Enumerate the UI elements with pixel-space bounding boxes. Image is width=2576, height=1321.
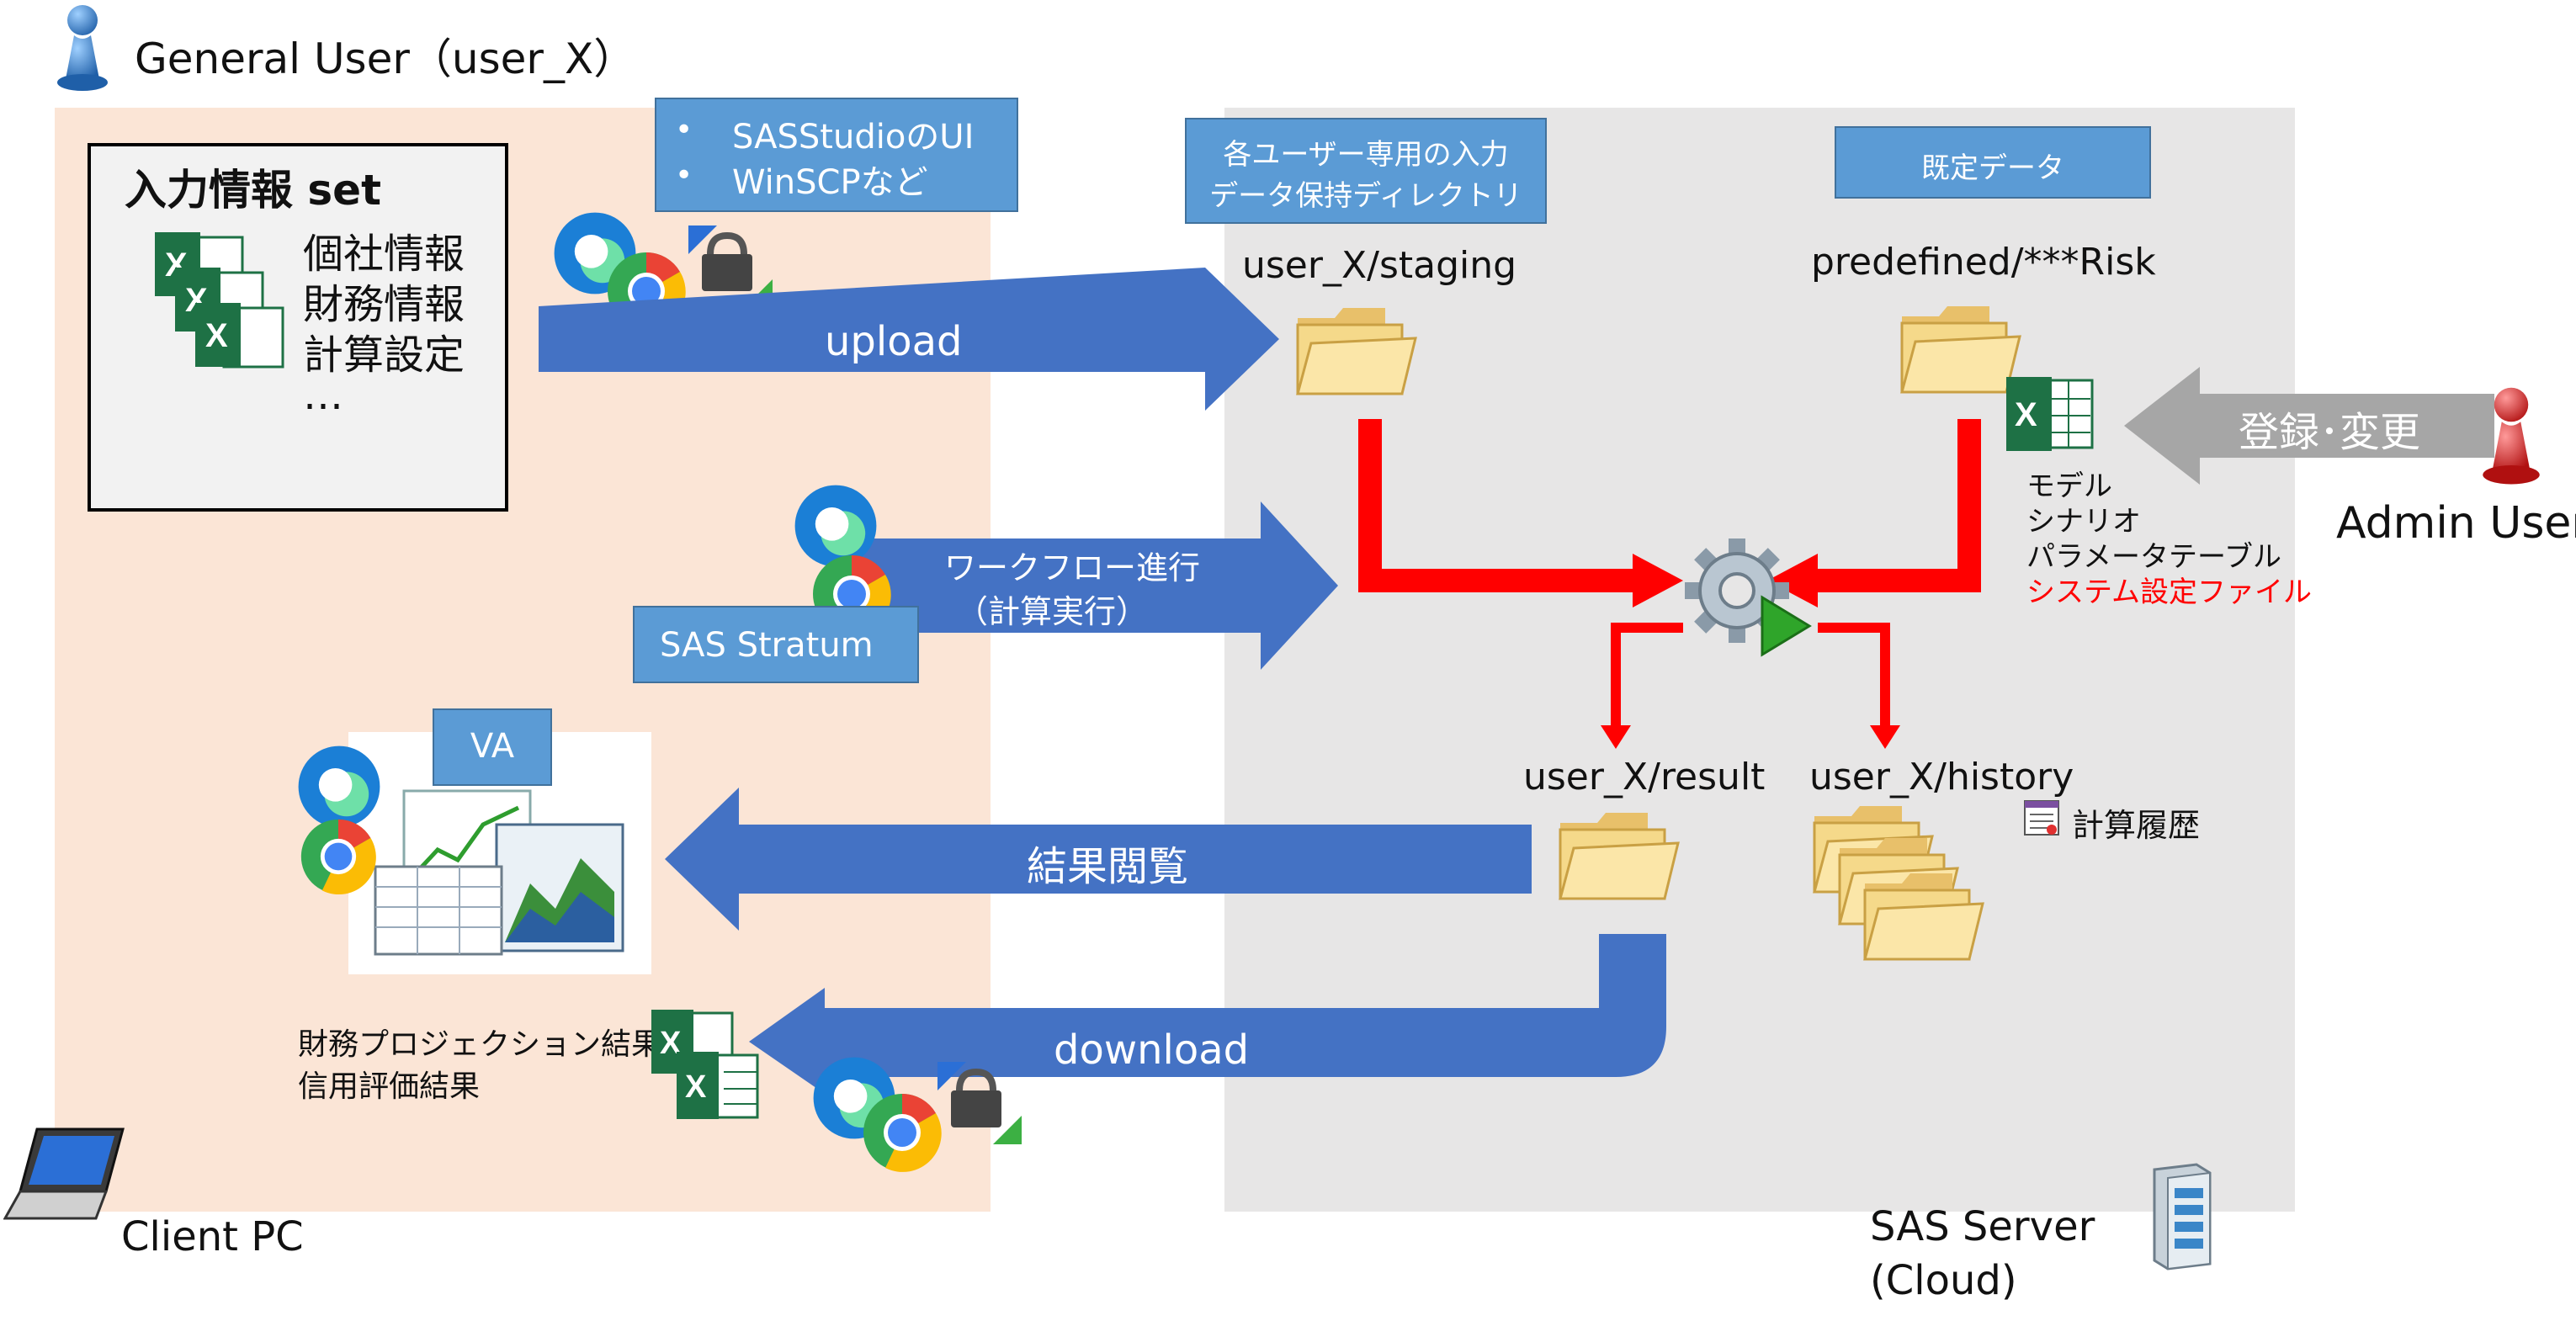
- register-change-label: 登録･変更: [2239, 409, 2421, 456]
- predefined-item: パラメータテーブル: [2026, 540, 2281, 574]
- staging-callout-line: 各ユーザー専用の入力: [1223, 138, 1509, 172]
- predefined-item-highlight: システム設定ファイル: [2026, 576, 2312, 609]
- svg-text:X: X: [2015, 396, 2037, 433]
- view-results-label: 結果閲覧: [1027, 843, 1189, 890]
- va-callout: VA: [433, 708, 552, 786]
- stratum-label: SAS Stratum: [660, 626, 874, 665]
- gear-run-icon: [1685, 538, 1812, 657]
- staging-callout: 各ユーザー専用の入力 データ保持ディレクトリ: [1185, 118, 1547, 224]
- server-tower-icon: [2153, 1163, 2212, 1271]
- history-note-label: 計算履歴: [2072, 807, 2201, 844]
- general-user-label: General User（user_X）: [135, 34, 636, 83]
- input-info-item: 個社情報: [303, 231, 465, 278]
- download-label: download: [1054, 1027, 1250, 1074]
- workflow-label-line2: （計算実行）: [956, 593, 1149, 630]
- svg-text:X: X: [205, 317, 228, 354]
- input-info-item: …: [303, 372, 343, 419]
- folder-icon: [1296, 308, 1417, 395]
- history-log-icon: [2024, 800, 2059, 836]
- input-info-box: [88, 143, 508, 512]
- edge-icon: [794, 485, 877, 567]
- stratum-callout: SAS Stratum: [633, 606, 919, 683]
- tools-callout: • SASStudioのUI • WinSCPなど: [655, 98, 1018, 212]
- history-folders-icon: [1813, 806, 1984, 961]
- output-file-label: 財務プロジェクション結果: [298, 1027, 662, 1062]
- general-user-pawn-icon: [57, 5, 108, 91]
- input-info-title: 入力情報 set: [125, 166, 381, 215]
- predefined-item: シナリオ: [2026, 505, 2141, 538]
- va-label: VA: [470, 727, 515, 766]
- predefined-callout-label: 既定データ: [1921, 151, 2064, 185]
- sas-server-label: SAS Server: [1870, 1203, 2095, 1250]
- admin-user-label: Admin User: [2336, 498, 2576, 549]
- edge-icon: [298, 745, 380, 828]
- chrome-icon: [300, 819, 376, 895]
- workflow-label-line1: ワークフロー進行: [944, 549, 1201, 586]
- laptop-icon: [3, 1127, 125, 1220]
- upload-label: upload: [825, 318, 963, 365]
- tools-callout-item: SASStudioのUI: [732, 118, 975, 157]
- input-info-item: 計算設定: [303, 332, 465, 379]
- svg-text:X: X: [685, 1069, 707, 1105]
- red-flow-arrows: [1358, 419, 1981, 749]
- tools-callout-item: WinSCPなど: [732, 163, 928, 202]
- predefined-callout: 既定データ: [1835, 126, 2151, 199]
- staging-folder-label: user_X/staging: [1242, 244, 1517, 287]
- download-arrow: [749, 934, 1666, 1094]
- view-results-arrow: [665, 788, 1532, 931]
- lock-transfer-icon: [937, 1062, 1022, 1144]
- client-pc-label: Client PC: [121, 1213, 304, 1260]
- sas-server-sublabel: (Cloud): [1870, 1257, 2017, 1304]
- history-folder-label: user_X/history: [1809, 756, 2074, 798]
- input-info-item: 財務情報: [303, 281, 465, 328]
- staging-callout-line: データ保持ディレクトリ: [1209, 179, 1522, 213]
- excel-icon: X: [2006, 377, 2094, 451]
- excel-icon: X X: [651, 1010, 759, 1119]
- folder-icon: [1559, 813, 1680, 900]
- workflow-arrow: [850, 501, 1338, 670]
- predefined-folder-label: predefined/***Risk: [1811, 241, 2156, 284]
- chart-report-icon: [374, 789, 624, 956]
- output-file-label: 信用評価結果: [298, 1069, 481, 1104]
- register-change-arrow: [2124, 367, 2494, 485]
- predefined-item: モデル: [2026, 470, 2112, 503]
- excel-icon: X X X: [155, 232, 284, 369]
- admin-user-pawn-icon: [2483, 387, 2540, 485]
- result-folder-label: user_X/result: [1523, 756, 1766, 798]
- upload-arrow: [539, 268, 1279, 411]
- chrome-icon: [863, 1093, 942, 1172]
